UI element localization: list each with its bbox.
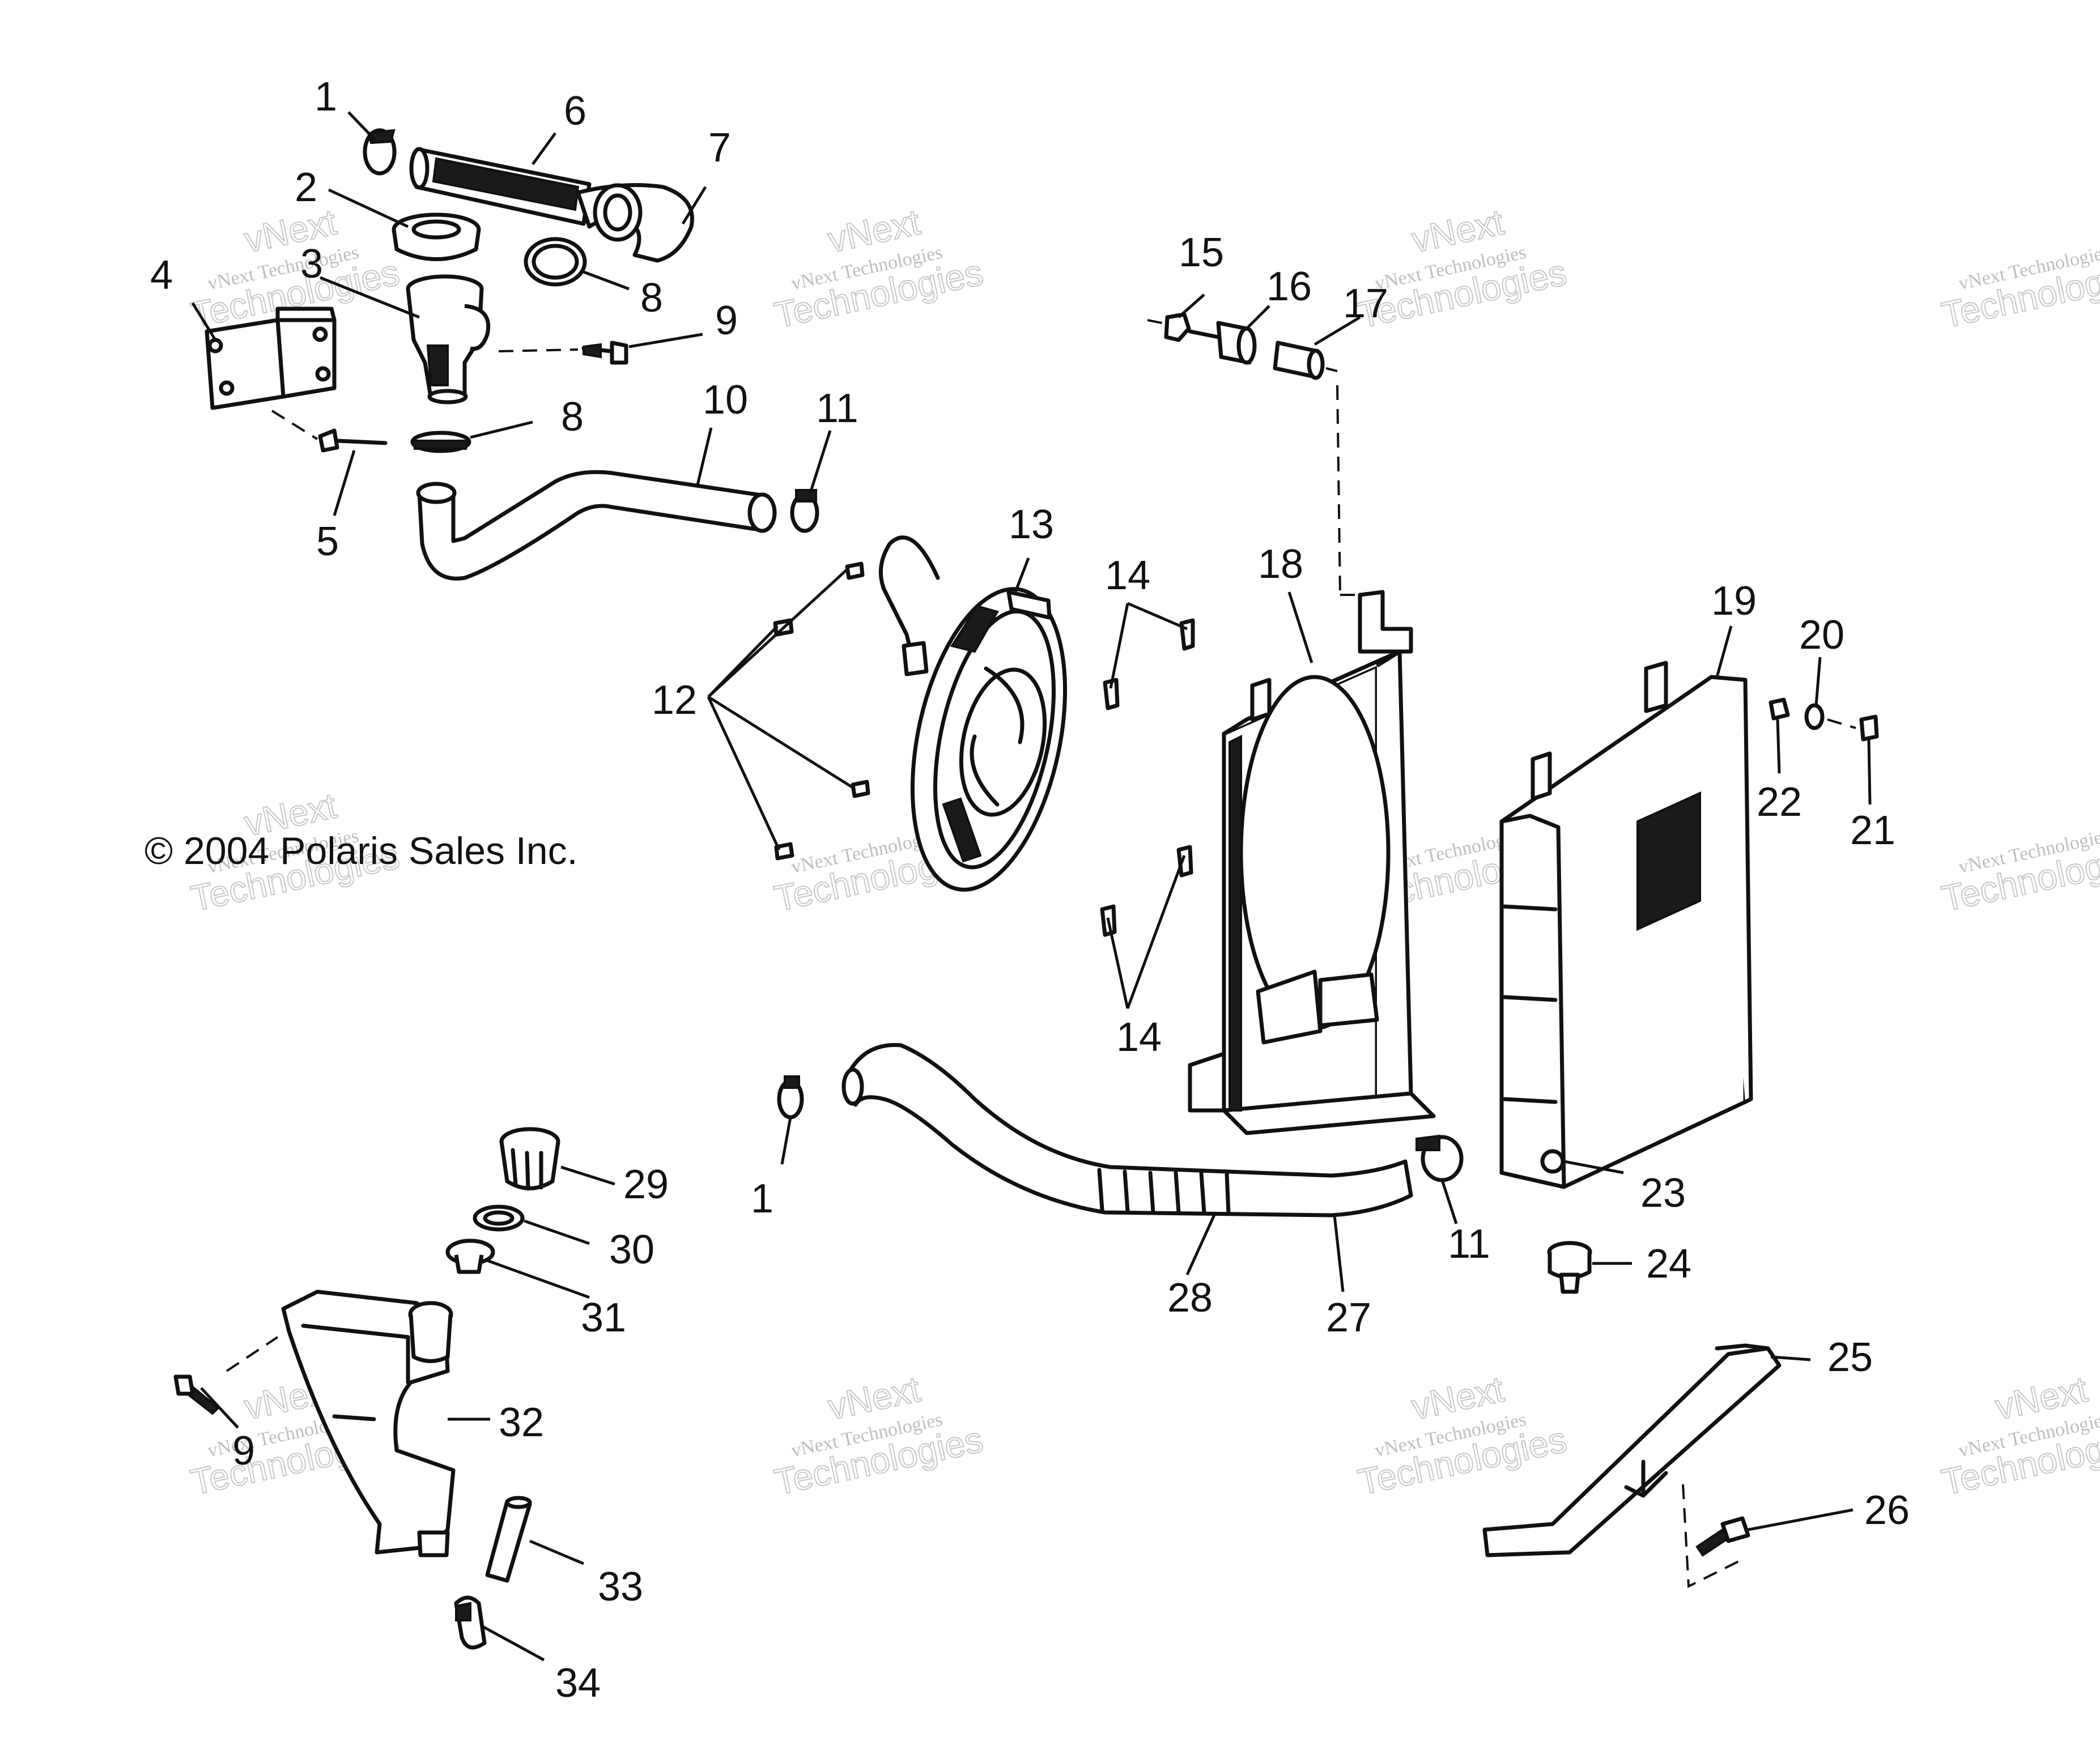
callout-17: 17: [1343, 281, 1388, 326]
part-8-clamp-upper: [524, 237, 587, 287]
leader-lines: [191, 111, 1872, 1662]
copyright-notice: © 2004 Polaris Sales Inc.: [144, 829, 578, 872]
callout-9: 9: [232, 1428, 255, 1474]
callout-5: 5: [316, 519, 339, 564]
dashed-guide-line: [498, 348, 579, 352]
callout-13: 13: [1009, 502, 1054, 547]
callout-7: 7: [708, 125, 731, 171]
part-30-gasket: [473, 1204, 525, 1232]
part-34-tube-clamp: [454, 1595, 487, 1650]
callout-4: 4: [150, 253, 173, 298]
part-29-reservoir-cap: [499, 1127, 560, 1191]
dashed-guide-line: [1682, 1484, 1746, 1589]
dashed-guide-line: [226, 1336, 279, 1372]
part-28-27-lower-hose: [841, 1043, 1413, 1218]
callout-8: 8: [561, 394, 584, 440]
callout-11: 11: [816, 386, 858, 431]
callout-28: 28: [1167, 1275, 1213, 1321]
part-1-hose-clamp: [363, 128, 397, 176]
part-26-screw: [1695, 1516, 1750, 1557]
part-8-clamp-lower: [410, 431, 471, 453]
callout-34: 34: [555, 1661, 601, 1706]
part-6-hose: [409, 147, 592, 226]
callout-1: 1: [314, 74, 337, 120]
callout-22: 22: [1757, 780, 1802, 825]
part-12-fan-screws: [773, 561, 870, 861]
part-33-vent-tube: [485, 1496, 532, 1583]
callout-15: 15: [1179, 230, 1224, 275]
callout-18: 18: [1258, 542, 1303, 587]
part-22-nut: [1769, 697, 1790, 721]
callout-14: 14: [1116, 1015, 1162, 1060]
part-13-cooling-fan: [878, 535, 1068, 892]
part-11-clamp-upper: [790, 489, 819, 533]
part-15-nut: [1147, 312, 1191, 342]
part-11-clamp-lower: [1415, 1134, 1464, 1182]
callout-24: 24: [1646, 1241, 1691, 1287]
part-9-screw-lower: [173, 1374, 220, 1415]
part-18-fan-shroud: [1188, 590, 1436, 1135]
part-7-elbow-hose: [576, 183, 694, 263]
callout-11: 11: [1448, 1221, 1490, 1267]
part-2-radiator-cap: [392, 212, 481, 261]
part-16-grommet: [1188, 321, 1257, 365]
callout-20: 20: [1799, 612, 1844, 658]
callout-9: 9: [715, 298, 738, 343]
callout-23: 23: [1640, 1170, 1686, 1216]
callout-29: 29: [623, 1162, 669, 1207]
part-1-clamp-lower: [777, 1075, 804, 1119]
callout-26: 26: [1864, 1488, 1910, 1533]
callout-25: 25: [1827, 1335, 1873, 1380]
callout-12: 12: [652, 678, 697, 723]
part-19-radiator: [1499, 661, 1753, 1189]
part-5-bolt: [318, 428, 388, 453]
part-17-spacer: [1273, 340, 1341, 595]
callout-10: 10: [703, 377, 748, 423]
callout-27: 27: [1326, 1295, 1371, 1340]
callout-32: 32: [499, 1400, 544, 1445]
callout-33: 33: [598, 1564, 643, 1610]
part-32-coolant-reservoir: [281, 1289, 456, 1557]
callout-30: 30: [609, 1227, 654, 1272]
dashed-guide-line: [271, 410, 318, 440]
part-21-bolt: [1827, 714, 1879, 742]
callout-6: 6: [564, 88, 586, 134]
callout-2: 2: [295, 165, 317, 210]
part-20-washer: [1804, 703, 1825, 730]
callout-8: 8: [640, 275, 663, 321]
callout-19: 19: [1711, 578, 1757, 624]
part-24-grommet: [1547, 1241, 1592, 1294]
callout-labels: 1 6 7 2 3 4 8 9 10 11 8 5 13 14 18 19 20…: [150, 74, 1910, 1706]
part-10-lower-hose: [416, 470, 777, 581]
callout-16: 16: [1266, 264, 1312, 309]
callout-1: 1: [751, 1176, 773, 1221]
part-31-adapter: [445, 1238, 495, 1274]
callout-31: 31: [581, 1295, 626, 1340]
part-9-screw-upper: [581, 340, 628, 365]
callout-21: 21: [1850, 808, 1895, 853]
callout-3: 3: [300, 241, 323, 287]
part-3-filler-neck: [406, 274, 491, 405]
callout-14: 14: [1105, 553, 1150, 598]
